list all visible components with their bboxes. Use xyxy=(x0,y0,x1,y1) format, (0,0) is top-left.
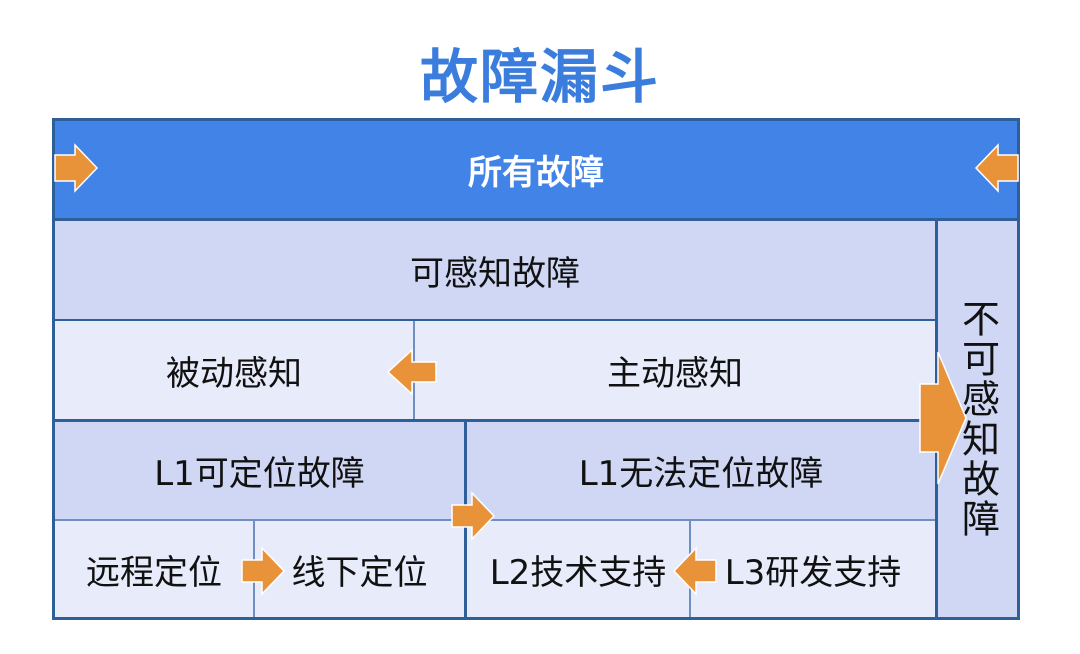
page-title: 故障漏斗 xyxy=(419,43,660,111)
remote-locate-cell: 远程定位 xyxy=(55,519,255,617)
perceivable-faults-cell: 可感知故障 xyxy=(55,221,935,321)
offline-locate-label: 线下定位 xyxy=(291,552,428,593)
funnel-frame: 所有故障 可感知故障 被动感知 主动感知 L1可定位故障 L1无法定位故障 远程… xyxy=(52,118,1020,620)
l1-locatable-cell: L1可定位故障 xyxy=(55,419,467,519)
l2-support-cell: L2技术支持 xyxy=(467,519,691,617)
l3-support-cell: L3研发支持 xyxy=(691,519,935,617)
all-faults-label: 所有故障 xyxy=(468,153,604,193)
imperceptible-faults-cell: 不可感知故障 xyxy=(935,221,1017,617)
l3-support-label: L3研发支持 xyxy=(724,552,902,593)
l2-support-label: L2技术支持 xyxy=(489,552,667,593)
active-perception-cell: 主动感知 xyxy=(415,321,935,419)
l1-locatable-label: L1可定位故障 xyxy=(154,454,365,494)
imperceptible-faults-label: 不可感知故障 xyxy=(955,299,1000,539)
perceivable-faults-label: 可感知故障 xyxy=(410,253,580,294)
l1-unlocatable-label: L1无法定位故障 xyxy=(578,454,824,494)
passive-perception-label: 被动感知 xyxy=(166,353,302,394)
l1-unlocatable-cell: L1无法定位故障 xyxy=(467,419,935,519)
remote-locate-label: 远程定位 xyxy=(86,552,222,593)
passive-perception-cell: 被动感知 xyxy=(55,321,415,419)
active-perception-label: 主动感知 xyxy=(607,353,743,394)
offline-locate-cell: 线下定位 xyxy=(255,519,467,617)
all-faults-bar: 所有故障 xyxy=(55,121,1017,221)
